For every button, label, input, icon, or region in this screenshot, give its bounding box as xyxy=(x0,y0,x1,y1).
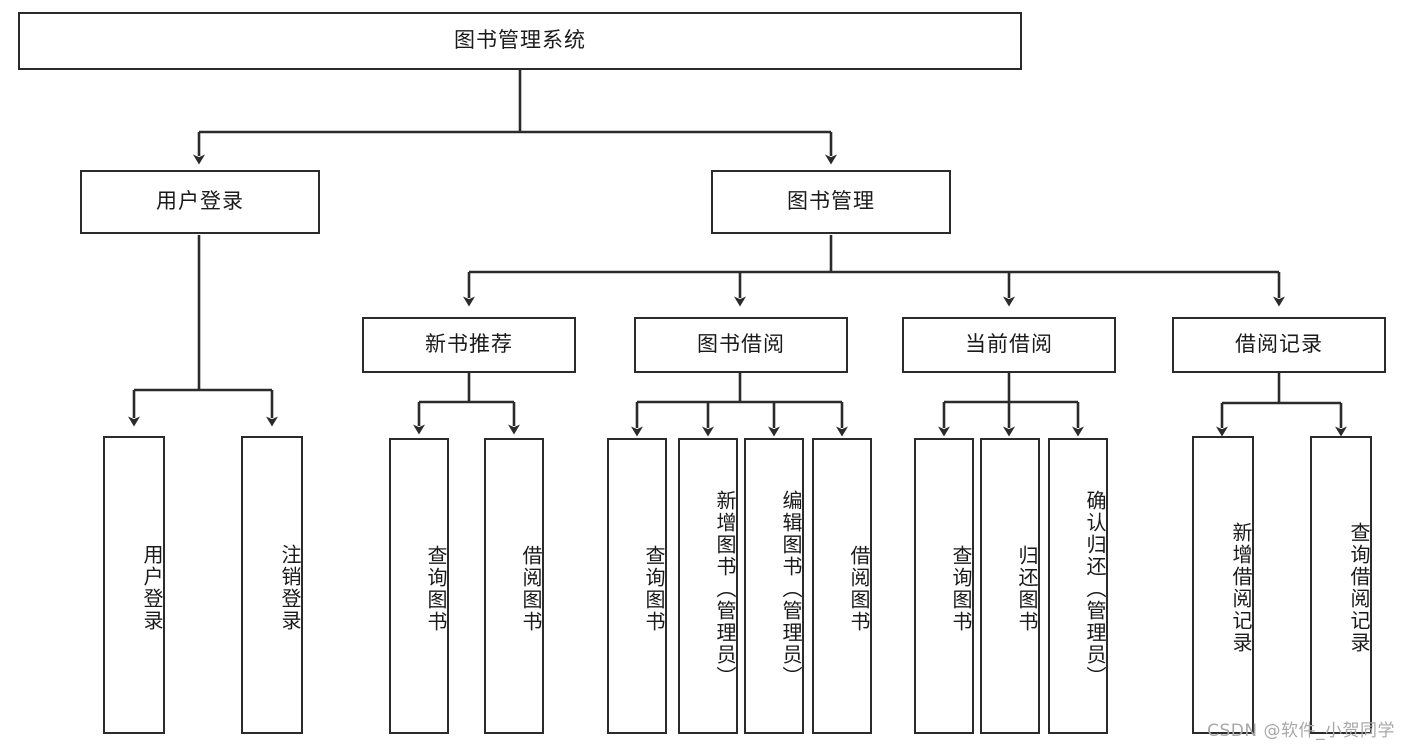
node-leaf-user-login[interactable]: 用户登录 xyxy=(103,436,165,734)
node-leaf-query-book-current-label: 查询图书 xyxy=(949,545,973,633)
node-leaf-confirm-return-admin[interactable]: 确认归还（管理员） xyxy=(1048,438,1108,734)
node-current-borrow[interactable]: 当前借阅 xyxy=(902,317,1116,373)
node-leaf-borrow-book-label: 借阅图书 xyxy=(847,545,871,633)
node-new-book-recommend[interactable]: 新书推荐 xyxy=(362,317,576,373)
node-leaf-logout-label: 注销登录 xyxy=(278,544,302,632)
node-leaf-query-book-borrow-label: 查询图书 xyxy=(642,545,666,633)
node-user-login[interactable]: 用户登录 xyxy=(80,170,320,234)
node-leaf-logout[interactable]: 注销登录 xyxy=(241,436,303,734)
node-leaf-borrow-book-new[interactable]: 借阅图书 xyxy=(484,438,544,734)
node-leaf-return-book-label: 归还图书 xyxy=(1015,545,1039,633)
node-leaf-edit-book-admin[interactable]: 编辑图书（管理员） xyxy=(744,438,804,734)
node-leaf-add-book-admin[interactable]: 新增图书（管理员） xyxy=(678,438,738,734)
node-leaf-query-borrow-record[interactable]: 查询借阅记录 xyxy=(1310,436,1372,734)
node-leaf-query-book-new[interactable]: 查询图书 xyxy=(389,438,449,734)
node-leaf-add-borrow-record[interactable]: 新增借阅记录 xyxy=(1192,436,1254,734)
node-borrow-record[interactable]: 借阅记录 xyxy=(1172,317,1386,373)
node-leaf-return-book[interactable]: 归还图书 xyxy=(980,438,1040,734)
node-leaf-add-borrow-record-label: 新增借阅记录 xyxy=(1229,522,1253,654)
node-book-borrow[interactable]: 图书借阅 xyxy=(634,317,848,373)
node-book-management[interactable]: 图书管理 xyxy=(711,170,951,234)
node-leaf-edit-book-admin-label: 编辑图书（管理员） xyxy=(779,490,803,688)
node-leaf-query-book-borrow[interactable]: 查询图书 xyxy=(607,438,667,734)
node-leaf-user-login-label: 用户登录 xyxy=(140,544,164,632)
node-leaf-query-book-current[interactable]: 查询图书 xyxy=(914,438,974,734)
node-leaf-query-book-new-label: 查询图书 xyxy=(424,545,448,633)
node-leaf-query-borrow-record-label: 查询借阅记录 xyxy=(1347,522,1371,654)
csdn-watermark: CSDN @软件_小贺同学 xyxy=(1207,721,1395,741)
node-root[interactable]: 图书管理系统 xyxy=(18,12,1022,70)
node-leaf-borrow-book-new-label: 借阅图书 xyxy=(519,545,543,633)
node-leaf-confirm-return-admin-label: 确认归还（管理员） xyxy=(1083,490,1107,688)
node-leaf-add-book-admin-label: 新增图书（管理员） xyxy=(713,490,737,688)
node-leaf-borrow-book[interactable]: 借阅图书 xyxy=(812,438,872,734)
